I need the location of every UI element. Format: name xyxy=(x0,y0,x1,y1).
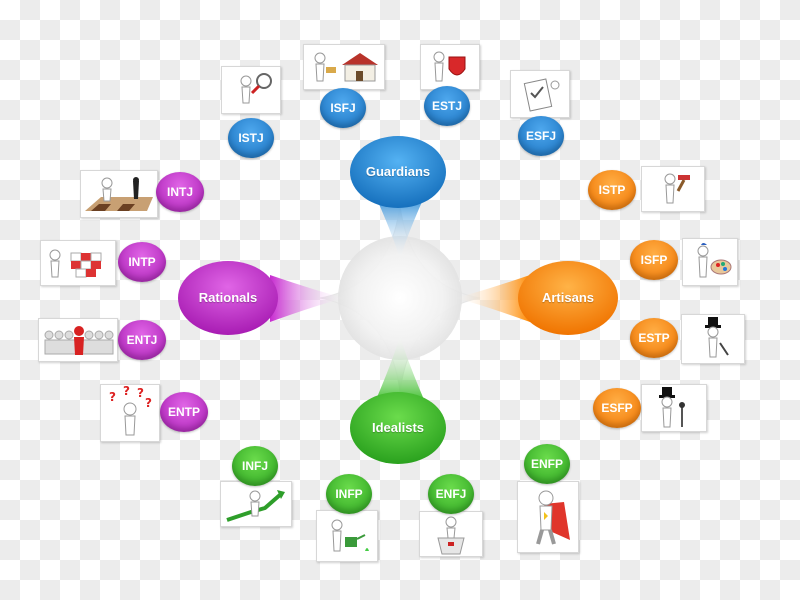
question-marks-figure-icon: ???? xyxy=(100,384,160,442)
type-entj: ENTJ xyxy=(118,320,166,360)
type-isfp: ISFP xyxy=(630,240,678,280)
microphone-figure-icon xyxy=(641,384,707,432)
guardians-bubble xyxy=(350,136,446,208)
type-intj: INTJ xyxy=(156,172,204,212)
podium-figure-icon xyxy=(419,511,483,557)
hammer-figure-icon xyxy=(641,166,705,212)
type-istp: ISTP xyxy=(588,170,636,210)
chessboard-figure-icon xyxy=(80,170,158,218)
type-esfp: ESFP xyxy=(593,388,641,428)
paint-palette-figure-icon xyxy=(682,238,738,286)
svg-text:?: ? xyxy=(123,385,130,398)
type-enfj: ENFJ xyxy=(428,474,474,514)
house-figure-icon xyxy=(303,44,385,90)
superhero-cape-figure-icon xyxy=(517,481,579,553)
type-entp: ENTP xyxy=(160,392,208,432)
type-enfp: ENFP xyxy=(524,444,570,484)
svg-text:?: ? xyxy=(137,386,144,400)
shield-figure-icon xyxy=(420,44,480,90)
svg-text:?: ? xyxy=(145,396,152,410)
leader-figure-icon xyxy=(38,318,118,362)
type-infj: INFJ xyxy=(232,446,278,486)
watering-can-figure-icon xyxy=(316,510,378,562)
puzzle-blocks-figure-icon xyxy=(40,240,116,286)
type-esfj: ESFJ xyxy=(518,116,564,156)
idealists-bubble xyxy=(350,392,446,464)
hub-artisans: Artisans xyxy=(541,290,595,305)
type-infp: INFP xyxy=(326,474,372,514)
artisans-bubble xyxy=(518,261,618,335)
type-isfj: ISFJ xyxy=(320,88,366,128)
rationals-bubble xyxy=(178,261,278,335)
hub-rationals: Rationals xyxy=(198,290,258,305)
top-hat-figure-icon xyxy=(681,314,745,364)
checklist-figure-icon xyxy=(510,70,570,118)
type-estp: ESTP xyxy=(630,318,678,358)
magnifier-figure-icon xyxy=(221,66,281,114)
hub-guardians: Guardians xyxy=(365,164,431,179)
svg-text:?: ? xyxy=(109,390,116,404)
type-estj: ESTJ xyxy=(424,86,470,126)
hub-idealists: Idealists xyxy=(371,420,425,435)
type-intp: INTP xyxy=(118,242,166,282)
rising-arrow-figure-icon xyxy=(220,481,292,527)
type-istj: ISTJ xyxy=(228,118,274,158)
